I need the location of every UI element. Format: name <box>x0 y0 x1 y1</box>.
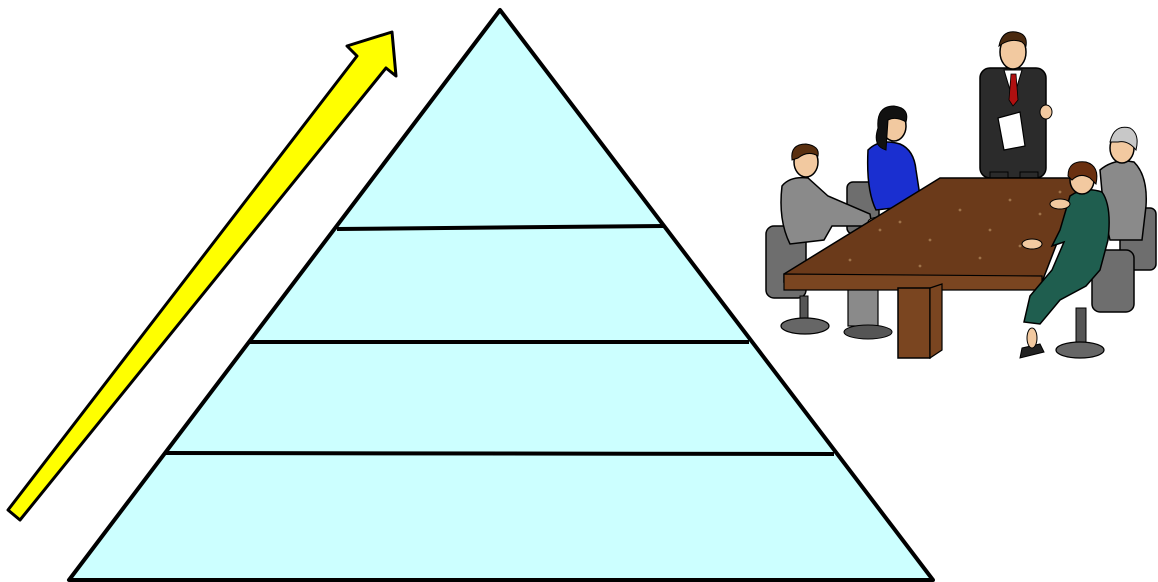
meeting-illustration <box>766 32 1156 358</box>
presenter-figure <box>980 32 1052 184</box>
pyramid-divider-3 <box>166 453 834 454</box>
